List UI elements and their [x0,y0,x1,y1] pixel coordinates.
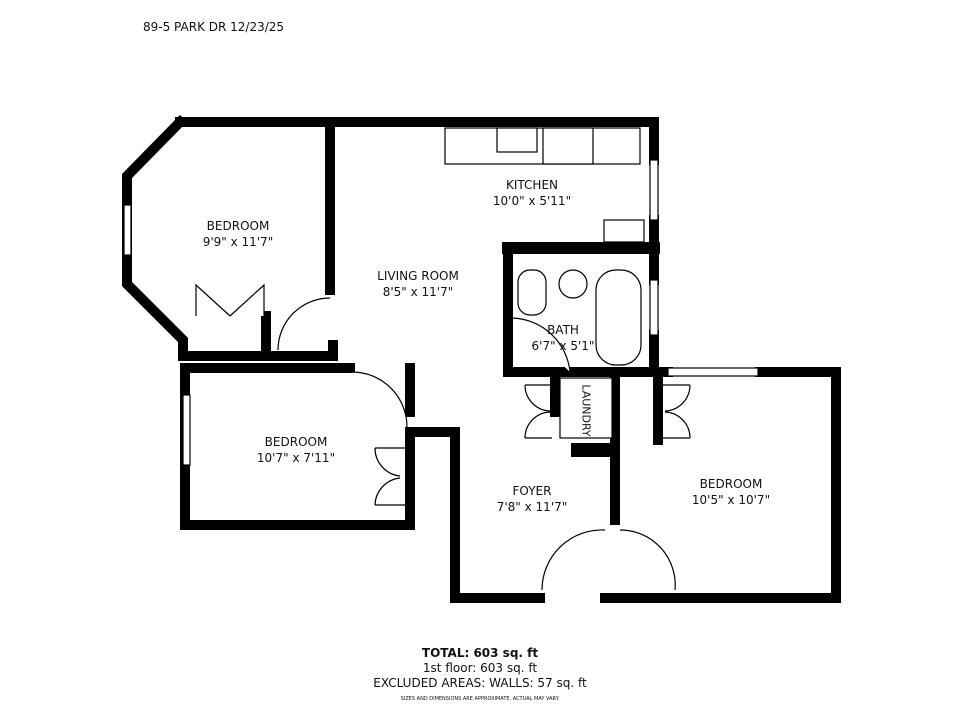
toilet [517,269,547,316]
door-arc [277,297,331,351]
kitchen-sink [496,127,538,153]
total-area: TOTAL: 603 sq. ft [421,646,539,660]
door-arc [541,529,606,591]
closet-doors [374,447,405,506]
laundry-doors [524,384,552,439]
stove [542,127,594,165]
fridge [603,219,645,243]
bath-sink [558,269,588,299]
bath-left-wall [503,243,625,377]
top-wall [175,117,659,165]
window [182,394,191,466]
door-arc [512,317,571,373]
bathtub [595,269,642,366]
window [649,159,659,221]
bedroom2-walls [180,363,545,603]
octagon-wall [122,114,188,361]
disclaimer: SIZES AND DIMENSIONS ARE APPROXIMATE, AC… [400,696,560,702]
walls [122,114,841,603]
fixtures [123,127,759,591]
bedroom3-walls [600,367,841,603]
room-label-laundry: LAUNDRY [579,384,593,437]
door-arc [351,371,408,428]
closet-doors [662,384,691,439]
floor-area: 1st floor: 603 sq. ft [422,661,538,675]
window [123,204,132,256]
excluded-area: EXCLUDED AREAS: WALLS: 57 sq. ft [373,676,587,690]
laundry-machine [559,377,613,439]
door-arc [619,529,676,591]
closet-doors [195,283,265,317]
closet-bottom-wall [178,340,338,361]
window [667,367,759,377]
plan-title: 89-5 PARK DR 12/23/25 [143,20,285,34]
window [649,279,659,336]
